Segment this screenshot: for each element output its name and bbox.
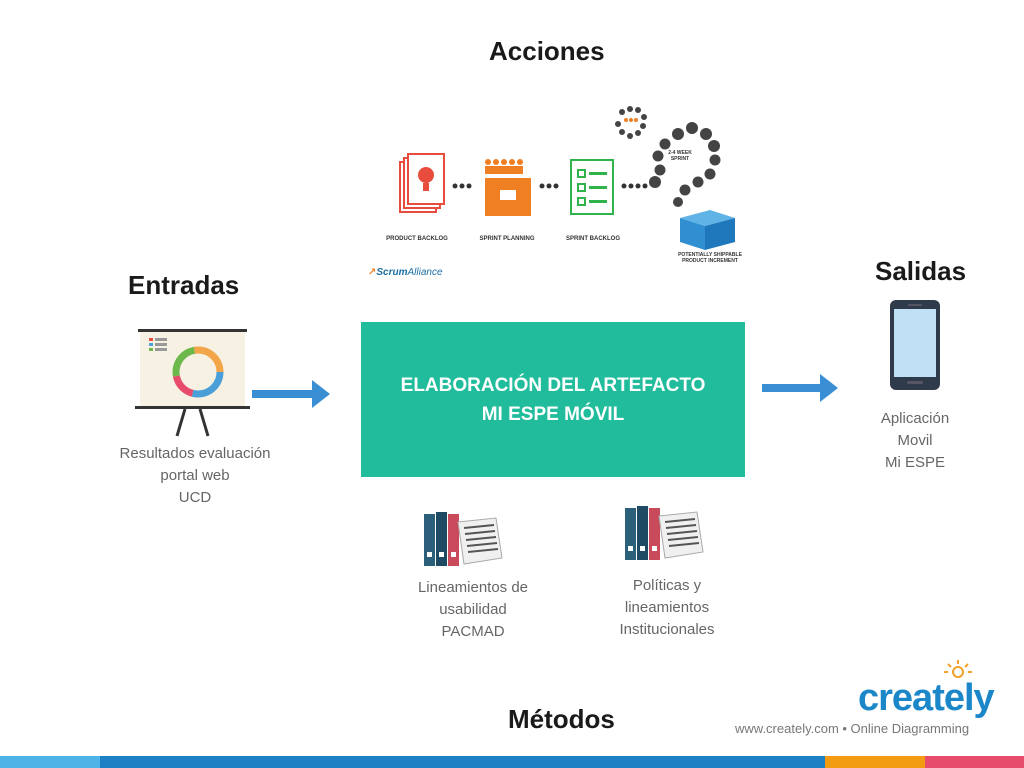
entradas-caption: Resultados evaluación portal web UCD [110, 443, 280, 509]
salidas-caption-line: Aplicación [880, 410, 950, 427]
sprint-cycle-icon [615, 106, 721, 207]
entradas-caption-line: Resultados evaluación [119, 445, 271, 462]
entradas-caption-line: UCD [178, 489, 212, 506]
scrum-alliance-logo: ↗ScrumAlliance [368, 267, 443, 278]
central-process-line1: ELABORACIÓN DEL ARTEFACTO [400, 374, 706, 396]
salidas-caption-line: Mi ESPE [884, 454, 945, 471]
scrum-alliance-mark: ↗ [368, 267, 377, 278]
scrum-alliance-alliance: Alliance [407, 267, 443, 278]
binders-documents-icon [625, 506, 704, 560]
scrum-label-sprint-cycle: 2-4 WEEK SPRINT [668, 150, 692, 162]
product-backlog-icon [399, 153, 445, 213]
product-increment-icon [680, 210, 735, 250]
metodo-caption-line: Políticas y [632, 577, 702, 594]
heading-entradas: Entradas [128, 270, 240, 300]
scrum-process-diagram: PRODUCT BACKLOG SPRINT PLANNING SPRINT B… [360, 100, 750, 285]
arrow-right-icon [762, 374, 838, 402]
entradas-caption-line: portal web [160, 467, 230, 484]
heading-acciones: Acciones [489, 36, 605, 66]
metodo-caption-line: Lineamientos de [417, 579, 529, 596]
binders-documents-icon [424, 512, 503, 566]
footer-bar-segment [0, 756, 100, 768]
metodo-caption-line: PACMAD [441, 623, 505, 640]
metodo-caption-line: Institucionales [619, 621, 715, 638]
scrum-alliance-scrum: Scrum [376, 267, 408, 278]
presentation-board-icon [135, 326, 250, 438]
sprint-planning-icon [485, 159, 531, 216]
scrum-label-product-backlog: PRODUCT BACKLOG [386, 236, 448, 242]
sprint-backlog-icon [570, 159, 614, 215]
scrum-diagram-graphic [399, 106, 735, 250]
central-process-box: ELABORACIÓN DEL ARTEFACTO MI ESPE MÓVIL [361, 322, 745, 477]
central-process-line2: MI ESPE MÓVIL [481, 403, 625, 425]
salidas-caption-line: Movil [897, 432, 933, 449]
metodo-caption-line: usabilidad [439, 601, 507, 618]
creately-tagline: www.creately.com • Online Diagramming [735, 721, 970, 736]
metodo-caption-line: lineamientos [624, 599, 710, 616]
footer-bar-segment [925, 756, 1024, 768]
heading-metodos: Métodos [508, 704, 615, 734]
scrum-label-sprint-backlog: SPRINT BACKLOG [566, 236, 620, 242]
scrum-label-sprint-planning: SPRINT PLANNING [479, 236, 535, 242]
lightbulb-icon [944, 660, 972, 678]
metodo-usabilidad-caption: Lineamientos de usabilidad PACMAD [398, 577, 548, 643]
salidas-caption: Aplicación Movil Mi ESPE [860, 408, 970, 474]
smartphone-icon [890, 300, 940, 390]
footer-bar-segment [100, 756, 825, 768]
arrow-right-icon [252, 380, 330, 408]
scrum-label-increment: POTENTIALLY SHIPPABLE PRODUCT INCREMENT [678, 252, 742, 264]
creately-logo: creately [858, 677, 995, 719]
metodo-politicas-caption: Políticas y lineamientos Institucionales [592, 575, 742, 641]
footer-bar-segment [825, 756, 925, 768]
heading-salidas: Salidas [875, 256, 967, 286]
